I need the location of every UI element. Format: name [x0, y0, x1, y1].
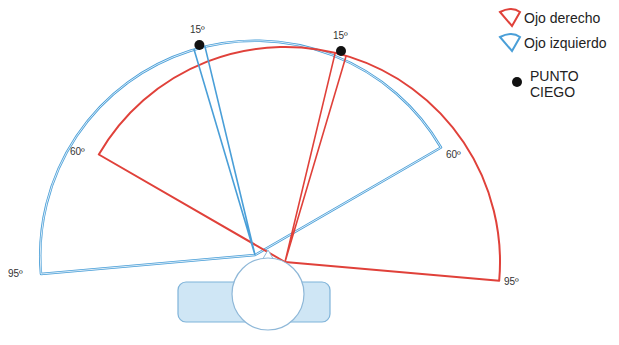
- legend-eye-sample: [500, 34, 520, 51]
- legend-dot-sample: [512, 77, 522, 87]
- angle-label: 95º: [8, 268, 23, 279]
- head: [232, 258, 304, 330]
- left-eye-field: [40, 41, 441, 274]
- angle-label: 60º: [446, 149, 461, 160]
- legend-text: Ojo izquierdo: [524, 35, 607, 51]
- angle-label: 60º: [70, 146, 85, 157]
- right-eye-field: [99, 47, 500, 281]
- right-blind-spot-wedge: [285, 53, 346, 262]
- angle-label: 15º: [333, 30, 348, 41]
- blind-spot-dot: [336, 46, 346, 56]
- angle-label: 15º: [190, 24, 205, 35]
- angle-label: 95º: [504, 276, 519, 287]
- legend-text: Ojo derecho: [524, 10, 600, 26]
- blind-spot-dot: [194, 40, 204, 50]
- left-eye-field-inner: [40, 41, 441, 274]
- legend-eye-sample: [500, 9, 520, 26]
- legend-text: PUNTO CIEGO: [530, 68, 598, 100]
- left-blind-spot-wedge: [194, 46, 255, 255]
